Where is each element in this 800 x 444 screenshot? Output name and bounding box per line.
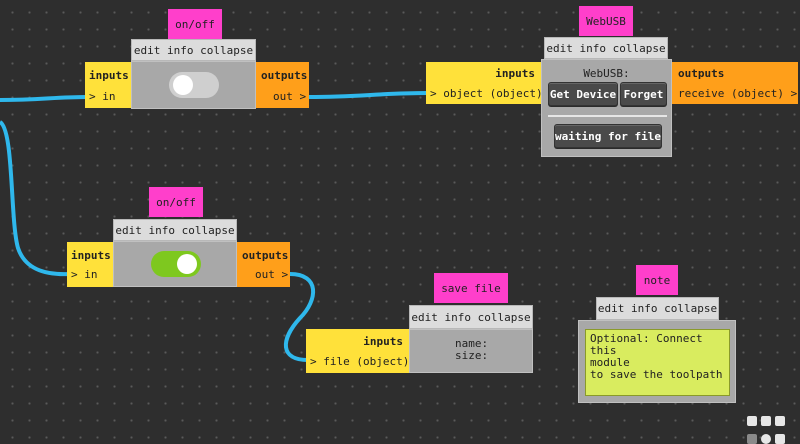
- outputs-panel: outputs receive (object) >: [672, 62, 798, 104]
- wire-onoff2-to-savefile: [283, 272, 315, 362]
- input-port-in[interactable]: > in: [89, 90, 116, 103]
- module-body: Optional: Connect this module to save th…: [578, 320, 736, 403]
- get-device-button[interactable]: Get Device: [548, 82, 618, 106]
- file-size-label: size:: [455, 349, 489, 362]
- module-title[interactable]: WebUSB: [579, 6, 633, 36]
- note-textarea[interactable]: Optional: Connect this module to save th…: [585, 329, 730, 396]
- module-header[interactable]: edit info collapse: [131, 39, 256, 61]
- output-port-receive[interactable]: receive (object) >: [678, 87, 798, 100]
- inputs-label: inputs: [71, 249, 111, 262]
- outputs-panel: outputs out >: [256, 62, 309, 108]
- forget-button[interactable]: Forget: [620, 82, 667, 106]
- module-header[interactable]: edit info collapse: [596, 297, 719, 320]
- toggle-switch[interactable]: [169, 72, 219, 98]
- file-name-label: name:: [455, 337, 489, 350]
- wire-left-edge-to-onoff1: [0, 95, 89, 102]
- output-port-out[interactable]: out >: [255, 268, 289, 281]
- input-port-in[interactable]: > in: [71, 268, 98, 281]
- input-port-object[interactable]: > object (object): [430, 87, 543, 100]
- module-body: name: size:: [409, 329, 533, 373]
- output-port-out[interactable]: out >: [273, 90, 307, 103]
- inputs-label: inputs: [495, 67, 535, 80]
- grid-menu-icon[interactable]: [747, 416, 797, 444]
- outputs-label: outputs: [678, 67, 725, 80]
- inputs-panel: inputs > in: [67, 242, 113, 287]
- toggle-knob: [173, 75, 193, 95]
- module-title[interactable]: save file: [434, 273, 508, 303]
- outputs-label: outputs: [242, 249, 289, 262]
- module-body: [131, 61, 256, 109]
- waiting-for-file-button[interactable]: waiting for file: [554, 124, 662, 148]
- inputs-panel: inputs > in: [85, 62, 131, 108]
- module-header[interactable]: edit info collapse: [113, 219, 237, 241]
- webusb-section-label: WebUSB:: [583, 67, 630, 80]
- module-title[interactable]: note: [636, 265, 678, 295]
- module-body: [113, 241, 237, 287]
- inputs-panel: inputs > file (object): [306, 329, 409, 373]
- module-title[interactable]: on/off: [149, 187, 203, 217]
- inputs-panel: inputs > object (object): [426, 62, 543, 104]
- module-header[interactable]: edit info collapse: [544, 37, 668, 59]
- module-header[interactable]: edit info collapse: [409, 305, 533, 329]
- toggle-switch[interactable]: [151, 251, 201, 277]
- input-port-file[interactable]: > file (object): [310, 355, 410, 368]
- outputs-label: outputs: [261, 69, 308, 82]
- outputs-panel: outputs out >: [237, 242, 290, 287]
- wire-left-edge-to-onoff2: [0, 120, 71, 277]
- inputs-label: inputs: [89, 69, 129, 82]
- divider: [548, 115, 667, 117]
- inputs-label: inputs: [363, 335, 403, 348]
- wire-onoff1-to-webusb: [308, 91, 429, 99]
- toggle-knob: [177, 254, 197, 274]
- module-body: WebUSB: Get Device Forget waiting for fi…: [541, 59, 672, 157]
- module-title[interactable]: on/off: [168, 9, 222, 39]
